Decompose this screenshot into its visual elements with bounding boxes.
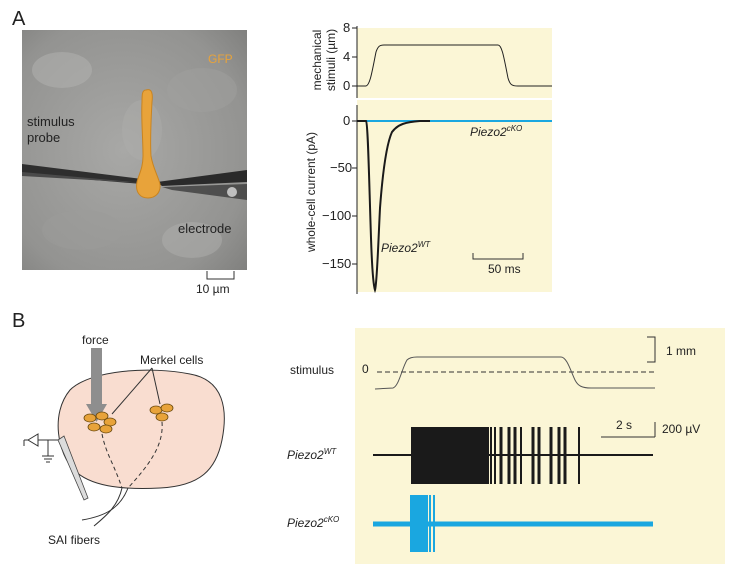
micrograph-scale-bar bbox=[206, 271, 235, 280]
time-scale-label-b: 2 s bbox=[616, 418, 633, 432]
current-plot-area bbox=[357, 100, 552, 292]
voltage-scale-label: 200 µV bbox=[662, 422, 701, 436]
panel-a-traces bbox=[352, 26, 552, 294]
stim-ytick-8: 8 bbox=[343, 20, 351, 35]
gfp-label: GFP bbox=[208, 52, 233, 66]
stim-ytick-0: 0 bbox=[343, 78, 351, 93]
stimulus-label: stimulus bbox=[290, 363, 335, 377]
zero-label: 0 bbox=[362, 362, 369, 376]
probe-label-1: stimulus bbox=[27, 114, 75, 129]
wt-spike-train bbox=[373, 427, 653, 484]
cko-trace-label-b: Piezo2cKO bbox=[287, 515, 340, 530]
wt-trace-label-b: Piezo2WT bbox=[287, 447, 337, 462]
current-ytick-150: −150 bbox=[322, 256, 352, 271]
current-time-scale-label: 50 ms bbox=[488, 262, 521, 276]
wt-trace-label-a: Piezo2WT bbox=[381, 240, 431, 255]
current-ytick-0: 0 bbox=[343, 113, 351, 128]
micrograph-image bbox=[22, 30, 247, 270]
fiber-label: SAI fibers bbox=[48, 533, 101, 547]
probe-label-2: probe bbox=[27, 130, 61, 145]
cko-trace-label-a: Piezo2cKO bbox=[470, 124, 523, 139]
current-ytick-50: −50 bbox=[330, 160, 353, 175]
stim-ylabel-1: mechanical bbox=[310, 29, 324, 91]
stim-ylabel-2: stimuli (µm) bbox=[324, 28, 338, 92]
stim-ytick-4: 4 bbox=[343, 49, 351, 64]
panel-b-letter: B bbox=[12, 310, 26, 332]
current-ytick-100: −100 bbox=[322, 208, 352, 223]
current-ylabel: whole-cell current (pA) bbox=[304, 131, 318, 253]
cko-spike-train bbox=[373, 495, 653, 552]
force-label: force bbox=[82, 333, 109, 347]
panel-a-letter: A bbox=[12, 8, 26, 30]
micrograph-scale-label: 10 µm bbox=[196, 282, 230, 296]
amp-scale-label: 1 mm bbox=[666, 344, 696, 358]
merkel-label: Merkel cells bbox=[140, 353, 204, 367]
schematic-diagram bbox=[23, 348, 225, 527]
recording-traces bbox=[373, 336, 656, 552]
electrode-label: electrode bbox=[178, 221, 232, 236]
